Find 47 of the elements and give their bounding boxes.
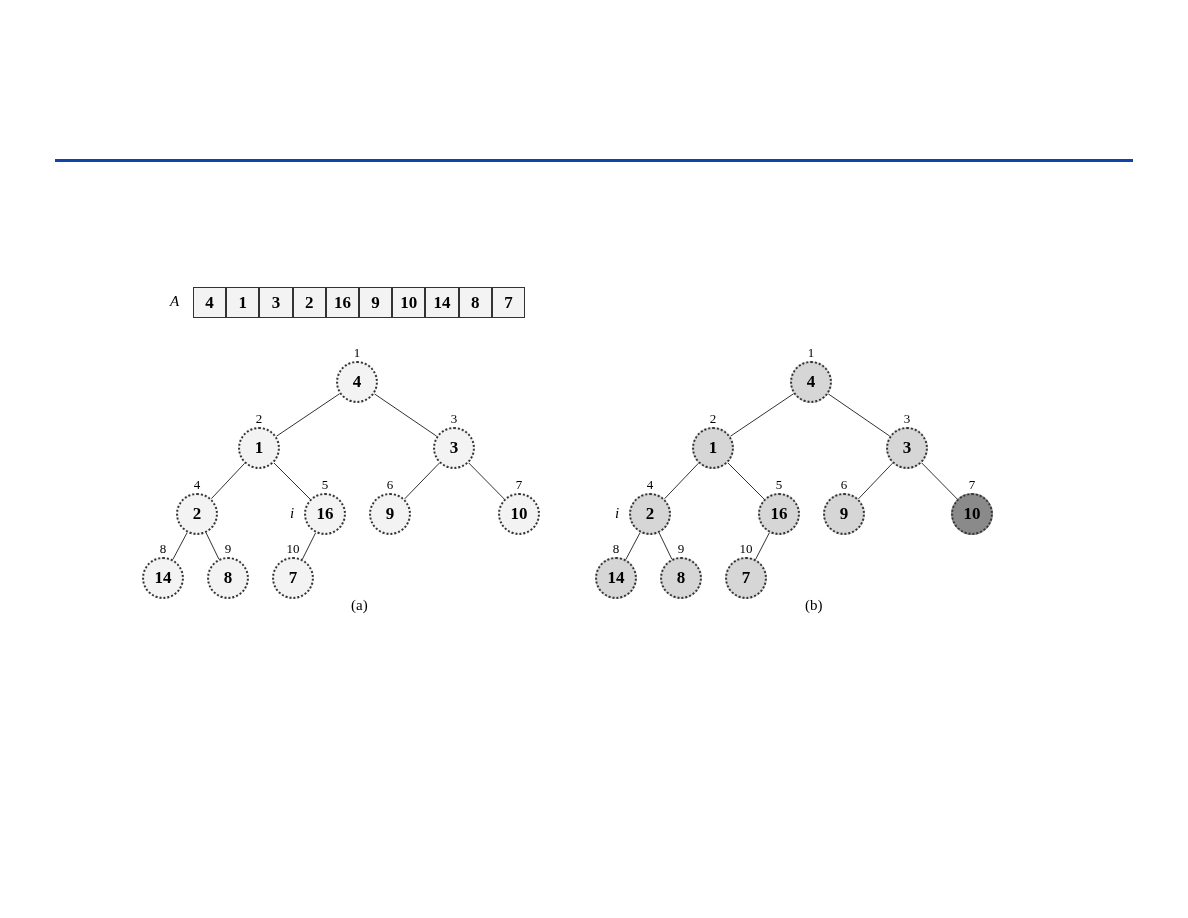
tree-edge xyxy=(921,462,958,500)
index-number: 2 xyxy=(708,412,718,425)
tree-edge xyxy=(729,393,795,437)
index-number: 5 xyxy=(320,478,330,491)
tree-edge xyxy=(373,393,438,437)
array-cell: 7 xyxy=(491,287,525,318)
index-number: 6 xyxy=(385,478,395,491)
subfigure-label: (a) xyxy=(351,598,368,613)
index-number: 3 xyxy=(449,412,459,425)
array-cell: 16 xyxy=(325,287,359,318)
index-number: 4 xyxy=(192,478,202,491)
array-cell: 8 xyxy=(458,287,492,318)
array-cell: 4 xyxy=(193,287,227,318)
index-number: 10 xyxy=(285,542,301,555)
array-name: A xyxy=(170,294,180,309)
index-number: 7 xyxy=(514,478,524,491)
index-number: 1 xyxy=(806,346,816,359)
tree-edge xyxy=(275,393,341,437)
pointer-label: i xyxy=(290,506,295,521)
index-number: 7 xyxy=(967,478,977,491)
tree-edge xyxy=(858,462,893,500)
tree-edge xyxy=(273,462,311,500)
subfigure-label: (b) xyxy=(805,598,823,613)
index-number: 4 xyxy=(645,478,655,491)
array-cell: 10 xyxy=(392,287,426,318)
index-number: 8 xyxy=(158,542,168,555)
index-number: 8 xyxy=(611,542,621,555)
array-cell: 14 xyxy=(425,287,459,318)
index-number: 5 xyxy=(774,478,784,491)
tree-edge xyxy=(404,462,440,500)
array-cell: 1 xyxy=(226,287,260,318)
array-cell: 9 xyxy=(359,287,393,318)
index-number: 1 xyxy=(352,346,362,359)
array-cell: 2 xyxy=(292,287,326,318)
tree-edge xyxy=(468,462,505,500)
tree-edge xyxy=(210,462,246,500)
index-number: 6 xyxy=(839,478,849,491)
index-number: 2 xyxy=(254,412,264,425)
index-number: 9 xyxy=(676,542,686,555)
tree-edge xyxy=(664,462,699,500)
index-number: 10 xyxy=(738,542,754,555)
tree-edge xyxy=(727,462,765,500)
tree-edge xyxy=(827,393,891,437)
pointer-label: i xyxy=(615,506,620,521)
index-number: 9 xyxy=(223,542,233,555)
array-cell: 3 xyxy=(259,287,293,318)
index-number: 3 xyxy=(902,412,912,425)
